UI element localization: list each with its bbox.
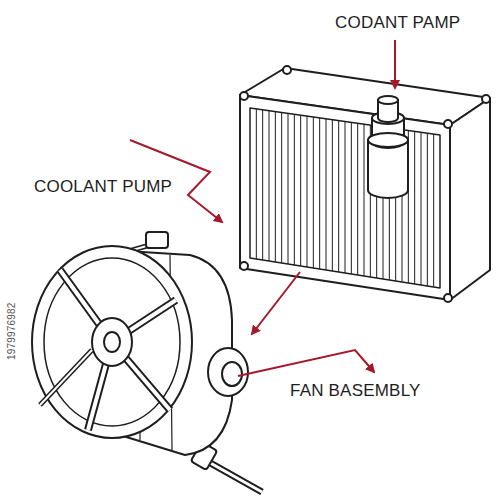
watermark: 1979976982 <box>6 300 17 362</box>
radiator-fin <box>332 120 333 271</box>
part-label: FAN BASEMBLY <box>288 381 423 401</box>
leader-lines <box>130 40 395 376</box>
radiator-fin <box>281 113 282 264</box>
radiator-fin <box>357 123 358 275</box>
radiator-fin <box>364 124 365 276</box>
radiator-fin <box>313 117 314 268</box>
radiator-fin <box>288 113 289 264</box>
part-label: CODANT PAMP <box>333 13 462 33</box>
radiator-cap <box>368 96 408 198</box>
radiator-fin <box>427 133 428 286</box>
radiator-fin <box>294 114 295 265</box>
radiator-fin <box>414 131 415 284</box>
radiator-fin <box>319 118 320 269</box>
radiator-fin <box>351 122 352 274</box>
radiator-fin <box>338 121 339 272</box>
radiator-fin <box>275 112 276 262</box>
part-label: COOLANT PUMP <box>32 177 174 197</box>
radiator-fin <box>307 116 308 267</box>
radiator <box>240 66 490 302</box>
radiator-fin <box>300 115 301 266</box>
radiator-fin <box>421 132 422 285</box>
radiator-fin <box>269 111 270 261</box>
radiator-fin <box>256 109 257 259</box>
radiator-fin <box>262 110 263 260</box>
radiator-fin <box>433 134 434 287</box>
radiator-fin <box>326 119 327 270</box>
radiator-fin <box>345 122 346 274</box>
fan-pump-assembly <box>32 232 262 492</box>
